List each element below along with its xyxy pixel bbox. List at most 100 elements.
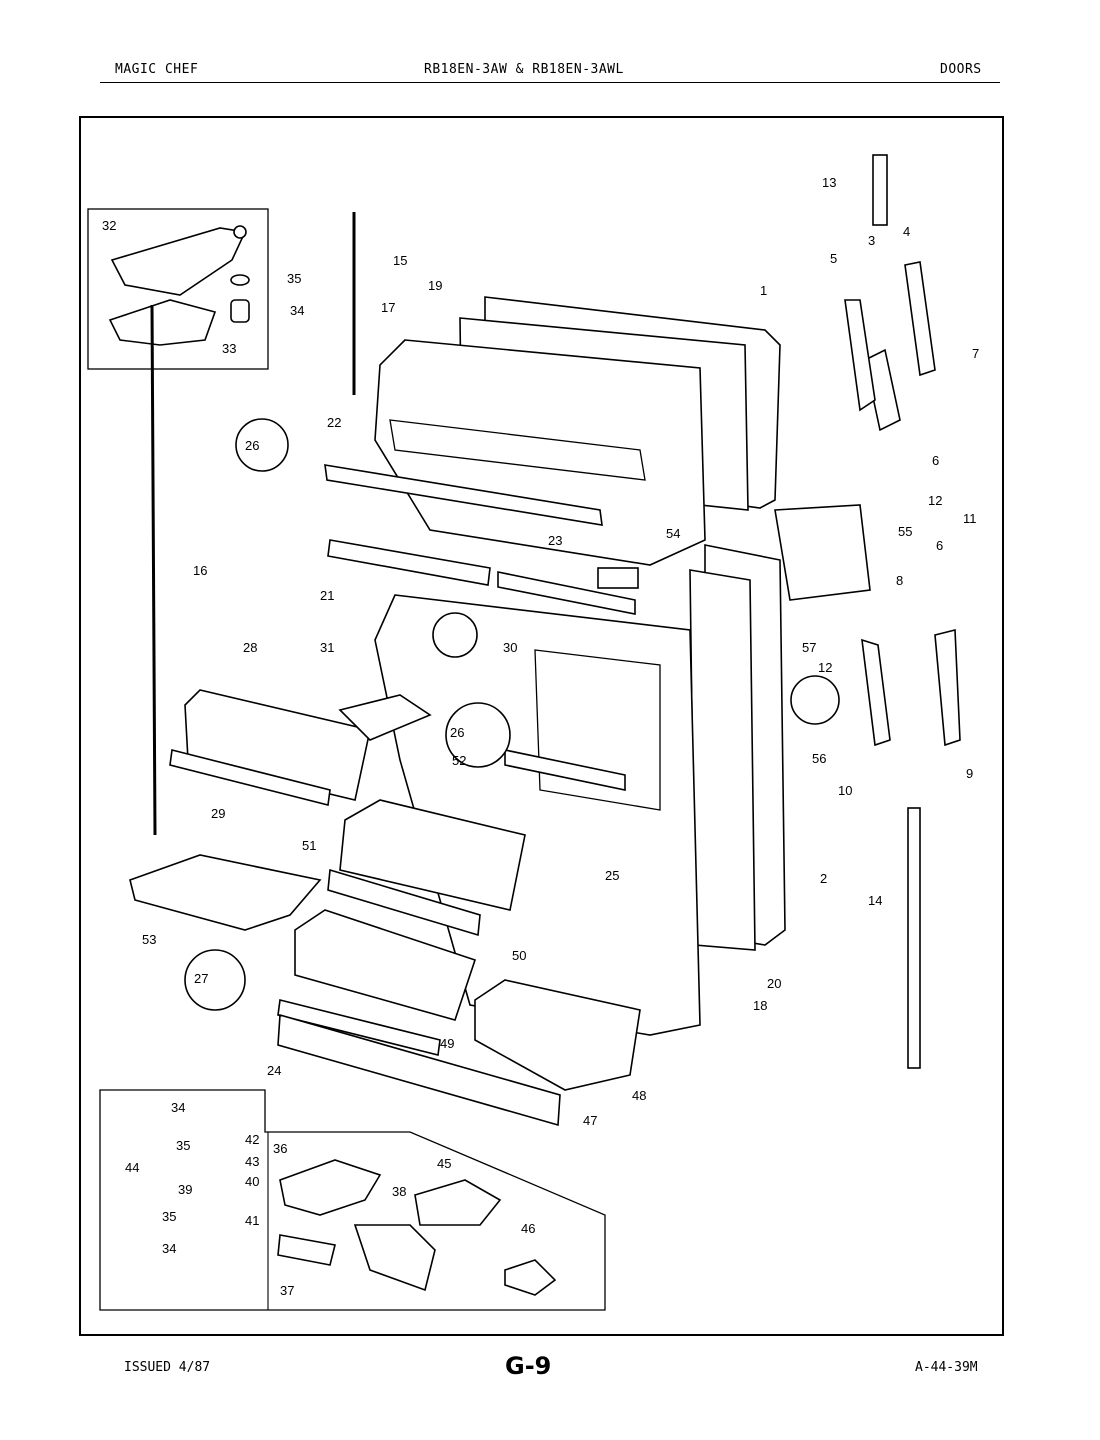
diagram-frame [79,116,1004,1336]
header-model: RB18EN-3AW & RB18EN-3AWL [424,62,624,77]
shim-part [108,299,217,346]
trim-14 [907,807,921,1069]
detail-circle-26b [445,702,511,768]
header-section: DOORS [940,62,982,77]
callout-49: 49 [440,1036,454,1051]
callout-9: 9 [966,766,973,781]
callout-16: 16 [193,563,207,578]
shelf-bar-51 [327,868,481,937]
callout-1: 1 [760,283,767,298]
callout-44: 44 [125,1160,139,1175]
handle-cover-55 [774,504,871,601]
handle-4 [904,261,936,377]
callout-56: 56 [812,751,826,766]
egg-tray-53 [129,854,322,931]
detail-circle-27 [184,949,246,1011]
callout-8: 8 [896,573,903,588]
bushing-part [230,299,250,323]
callout-20: 20 [767,976,781,991]
shelf-bar-22 [324,464,603,526]
callout-57: 57 [802,640,816,655]
callout-52: 52 [452,753,466,768]
footer-issued: ISSUED 4/87 [124,1360,211,1375]
callout-6a: 6 [932,453,939,468]
handle-10 [861,638,891,747]
callout-55: 55 [898,524,912,539]
callout-27: 27 [194,971,208,986]
hinge-detail-56 [790,675,840,725]
shelf-bar-24-47 [277,1013,561,1127]
callout-40: 40 [245,1174,259,1189]
callout-34b: 34 [171,1100,185,1115]
callout-25: 25 [605,868,619,883]
callout-36: 36 [273,1141,287,1156]
handle-9 [934,628,961,747]
callout-41: 41 [245,1213,259,1228]
header-brand: MAGIC CHEF [115,62,199,77]
fresh-liner-panel [534,649,661,811]
hinge-31 [338,694,432,741]
callout-53: 53 [142,932,156,947]
handle-3 [864,348,901,432]
bottom-inset-box [99,1089,606,1311]
callout-23: 23 [548,533,562,548]
bin-48 [474,979,641,1091]
callout-22: 22 [327,415,341,430]
hinge-pin-part [233,225,247,239]
callout-29: 29 [211,806,225,821]
callout-32: 32 [102,218,116,233]
detail-circle-30 [432,612,478,658]
shelf-bar-49 [277,999,441,1056]
callout-12a: 12 [928,493,942,508]
callout-7: 7 [972,346,979,361]
callout-48: 48 [632,1088,646,1103]
freezer-liner-part [374,339,706,566]
butter-door-28 [184,689,371,801]
bracket-46 [504,1259,557,1296]
callout-14: 14 [868,893,882,908]
callout-34a: 34 [290,303,304,318]
callout-12b: 12 [818,660,832,675]
callout-45: 45 [437,1156,451,1171]
handle-5 [844,299,876,412]
callout-38: 38 [392,1184,406,1199]
freezer-shelf-part [389,419,646,481]
footer-page-number: G-9 [505,1352,552,1380]
callout-39: 39 [178,1182,192,1197]
callout-15: 15 [393,253,407,268]
callout-28: 28 [243,640,257,655]
callout-19: 19 [428,278,442,293]
callout-26b: 26 [450,725,464,740]
hinge-inset-box [87,208,269,370]
shelf-bar-21 [327,539,491,586]
callout-30: 30 [503,640,517,655]
callout-50: 50 [512,948,526,963]
callout-3: 3 [868,233,875,248]
bin-52 [339,799,526,911]
callout-46: 46 [521,1221,535,1236]
callout-54: 54 [666,526,680,541]
shelf-bar-23 [497,571,636,615]
callout-11: 11 [963,511,977,526]
callout-21: 21 [320,588,334,603]
washer-part [230,274,250,286]
detail-circle-26a [235,418,289,472]
plate-38 [353,1224,436,1292]
footer-code: A-44-39M [915,1360,978,1375]
callout-6b: 6 [936,538,943,553]
callout-47: 47 [583,1113,597,1128]
callout-2: 2 [820,871,827,886]
callout-35b: 35 [176,1138,190,1153]
callout-37: 37 [280,1283,294,1298]
gasket-strip-16 [150,304,157,836]
cover-54 [597,567,639,589]
callout-33: 33 [222,341,236,356]
bin-50 [294,909,477,1021]
hinge-plate-part [110,227,247,296]
callout-4: 4 [903,224,910,239]
plate-45 [414,1179,502,1226]
shelf-rail-29 [169,749,331,806]
callout-43: 43 [245,1154,259,1169]
trim-13 [872,154,888,226]
